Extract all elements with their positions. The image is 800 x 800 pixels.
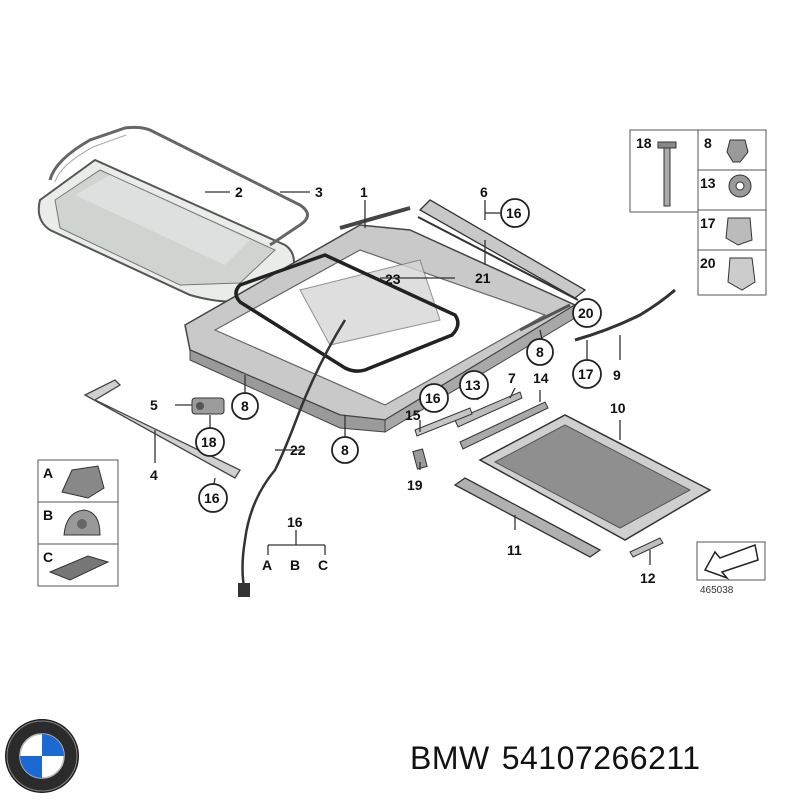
group-letter-a: A: [262, 557, 272, 573]
legend-18: 18: [636, 135, 652, 151]
callout-6: 6: [480, 184, 488, 200]
variant-legend: A B C: [37, 459, 119, 587]
legend-8: 8: [704, 135, 712, 151]
callout-2: 2: [235, 184, 243, 200]
callout-21: 21: [475, 270, 491, 286]
callout-17: 17: [578, 366, 594, 382]
callout-8a: 8: [536, 344, 544, 360]
clip-variant-c-icon: [48, 555, 110, 581]
rail-11: [453, 477, 602, 558]
drain-tube-9: [574, 288, 676, 342]
callout-3: 3: [315, 184, 323, 200]
callout-20: 20: [578, 305, 594, 321]
callout-18: 18: [201, 434, 217, 450]
wind-deflector: [418, 199, 587, 299]
clip-17-icon: [725, 217, 753, 246]
group-letter-b: B: [290, 557, 300, 573]
strip-12: [629, 537, 664, 558]
drain-hose: [241, 319, 347, 593]
callout-14: 14: [533, 370, 549, 386]
callout-4: 4: [150, 467, 158, 483]
number-labels: 2 3 1 6 21 23 22 5 4 7 14 15 19 9 10 11 …: [150, 184, 656, 586]
callout-22: 22: [290, 442, 306, 458]
brand-name: BMW: [410, 740, 490, 776]
glass-panel-assembly: [37, 125, 309, 303]
nut-icon: [726, 139, 749, 163]
direction-arrow-icon: [703, 543, 759, 580]
circled-callouts: [195, 198, 602, 513]
fastener-legend: 18 8 13 17 20: [629, 129, 767, 296]
guide-rail-7: [454, 391, 523, 428]
group-letter-c: C: [318, 557, 328, 573]
hose-end: [238, 583, 250, 597]
callout-16b: 16: [425, 390, 441, 406]
variant-a-label: A: [43, 465, 53, 481]
callout-16-group: 16: [287, 514, 303, 530]
clip-variant-a-icon: [61, 465, 105, 499]
legend-13: 13: [700, 175, 716, 191]
guide-rail-15: [414, 407, 473, 437]
diagram-id-box: 465038: [696, 541, 766, 596]
callout-12: 12: [640, 570, 656, 586]
callout-13: 13: [465, 377, 481, 393]
clip-19: [412, 448, 428, 470]
variant-b-label: B: [43, 507, 53, 523]
part-number: 54107266211: [501, 740, 701, 776]
callout-19: 19: [407, 477, 423, 493]
callout-16c: 16: [204, 490, 220, 506]
callout-8b: 8: [241, 398, 249, 414]
callout-7: 7: [508, 370, 516, 386]
deflector-seal: [417, 216, 579, 301]
callout-10: 10: [610, 400, 626, 416]
frame-seal: [234, 253, 460, 373]
legend-17: 17: [700, 215, 716, 231]
diagram-id: 465038: [700, 585, 734, 596]
brand-and-part-number: BMW 54107266211: [410, 740, 713, 777]
sunshade: [478, 414, 712, 541]
callout-5: 5: [150, 397, 158, 413]
callout-11: 11: [507, 542, 522, 558]
legend-20: 20: [700, 255, 716, 271]
callout-23: 23: [385, 271, 401, 287]
bracket-part-5: [191, 397, 225, 415]
callout-9: 9: [613, 367, 621, 383]
variant-c-label: C: [43, 549, 53, 565]
circled-callout-numbers: 16 20 8 17 8 8 18 16 16 13: [201, 205, 594, 506]
callout-8c: 8: [341, 442, 349, 458]
guide-rail-14: [459, 401, 549, 450]
callout-15: 15: [405, 407, 421, 423]
clip-20-icon: [727, 257, 756, 291]
bmw-logo: [5, 719, 79, 793]
callout-1: 1: [360, 184, 368, 200]
callout-16a: 16: [506, 205, 522, 221]
bolt-icon: [657, 141, 677, 149]
